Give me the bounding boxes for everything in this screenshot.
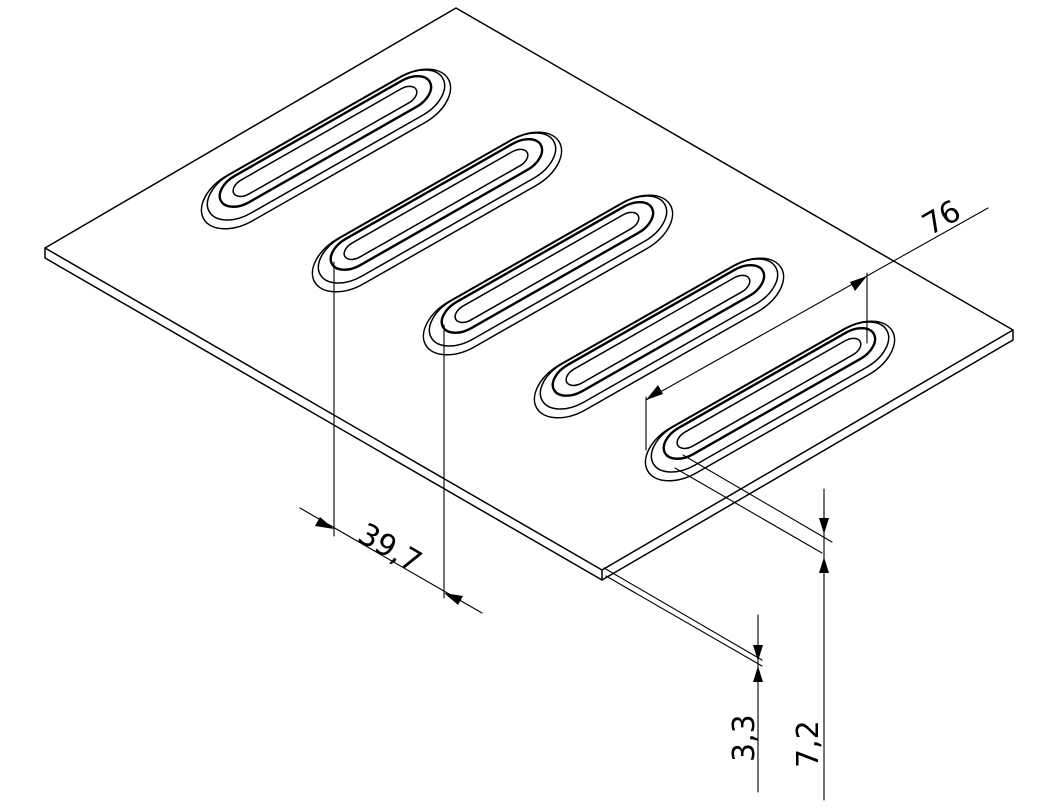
rib-contour: [200, 68, 452, 230]
embossed-ribs: [200, 68, 896, 482]
rib: [533, 257, 785, 419]
rib-contour: [539, 258, 779, 410]
rib-contour: [440, 201, 655, 334]
rib: [311, 131, 563, 293]
sheet-plate: [44, 7, 1014, 581]
rib-contour: [662, 327, 877, 460]
rib-contour: [428, 195, 668, 347]
rib-contour: [644, 320, 896, 482]
rib-contour: [232, 85, 418, 198]
rib: [200, 68, 452, 230]
total-height-dimension-label: 7,2: [791, 720, 826, 768]
rib-contour: [454, 211, 640, 324]
dimension-rib-length: 76: [645, 194, 989, 451]
rib-contour: [533, 257, 785, 419]
rib-contour: [317, 132, 557, 284]
rib-contour: [565, 274, 751, 387]
sheet-thickness-dimension-label: 3,3: [727, 714, 762, 762]
rib-contour: [206, 69, 446, 221]
spacing-dimension-label: 39,7: [352, 517, 427, 581]
rib: [422, 194, 674, 356]
rib-contour: [676, 337, 862, 450]
rib-contour: [329, 138, 544, 271]
rib-contour: [551, 264, 766, 397]
rib-length-dimension-label: 76: [917, 194, 968, 243]
rib-contour: [650, 321, 890, 473]
rib-contour: [343, 148, 529, 261]
rib: [644, 320, 896, 482]
rib-contour: [422, 194, 674, 356]
rib-contour: [311, 131, 563, 293]
dimension-heights: 3,3 7,2: [603, 454, 833, 801]
rib-contour: [218, 75, 433, 208]
